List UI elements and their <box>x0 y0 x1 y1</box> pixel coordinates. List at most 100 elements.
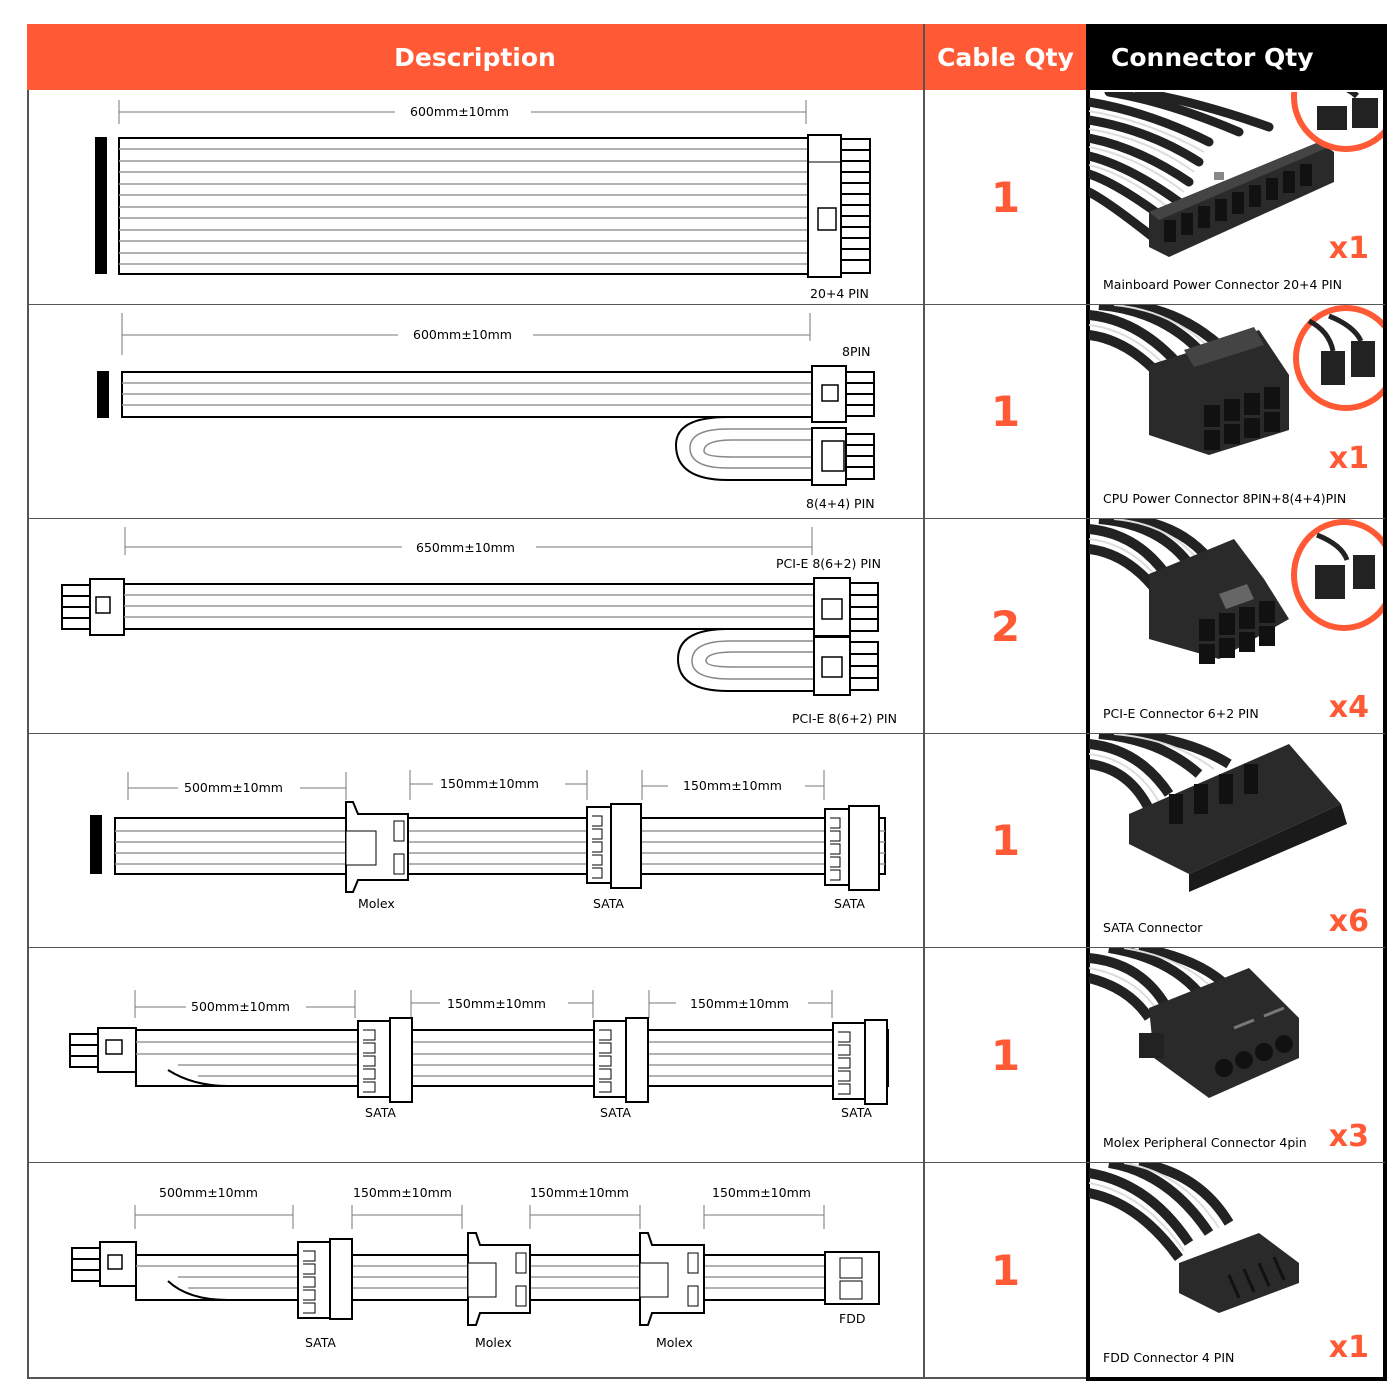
fdd-connector-image <box>1089 1163 1299 1313</box>
split-cable <box>674 416 812 481</box>
connector-column-border-right <box>1383 24 1387 1380</box>
highlight-circle <box>1293 305 1383 411</box>
dimension-label: 150mm±10mm <box>712 1185 811 1200</box>
cpu-cable-diagram <box>97 313 875 486</box>
psu-side-connector <box>71 1247 103 1282</box>
mainboard-connector-image <box>1089 92 1334 257</box>
cable-bundle <box>135 1029 889 1087</box>
connector-housing <box>807 134 842 278</box>
connector-label: SATA <box>600 1105 631 1120</box>
sata-connector <box>297 1241 331 1319</box>
connector-label: SATA <box>841 1105 872 1120</box>
connector-cell-sata: x6 SATA Connector <box>1089 734 1383 947</box>
sata-cable-diagram <box>69 990 889 1105</box>
connector-body <box>1149 968 1299 1098</box>
connector-label: SATA <box>834 896 865 911</box>
dimension-label: 150mm±10mm <box>447 996 546 1011</box>
cable-bundle <box>114 817 886 875</box>
connector-label: 8PIN <box>842 344 871 359</box>
row-divider <box>27 1162 1385 1163</box>
connector-label: PCI-E 8(6+2) PIN <box>776 556 881 571</box>
mainboard-cable-diagram <box>95 100 871 278</box>
molex-sata-cable-diagram <box>90 770 886 893</box>
connector-label: FDD <box>839 1311 866 1326</box>
connector-qty: x1 <box>1328 231 1369 266</box>
connector-cell-fdd: x1 FDD Connector 4 PIN <box>1089 1163 1383 1377</box>
sata-connector <box>357 1020 391 1098</box>
split-connector-detail-icon <box>1317 92 1378 130</box>
connector-label: Molex <box>358 896 395 911</box>
cpu-connector-image <box>1089 305 1289 455</box>
column-divider <box>923 24 925 1378</box>
cable-sleeve-end <box>95 137 107 274</box>
connector-label: 8(4+4) PIN <box>806 496 875 511</box>
dimension-label: 600mm±10mm <box>413 327 512 342</box>
dimension-label: 150mm±10mm <box>683 778 782 793</box>
connector-name: Mainboard Power Connector 20+4 PIN <box>1103 277 1343 292</box>
connector-qty: x1 <box>1328 441 1369 476</box>
split-connector-detail-icon <box>1315 532 1375 599</box>
table-row-molex-sata-cable: 500mm±10mm 150mm±10mm 150mm±10mm Molex S… <box>28 734 923 947</box>
header-description-label: Description <box>394 42 556 72</box>
row-divider <box>27 518 1385 519</box>
sata-connector <box>593 1020 627 1098</box>
connector-qty: x6 <box>1328 904 1369 939</box>
connector-column-border-bottom <box>1086 1377 1387 1381</box>
column-header-cable-qty: Cable Qty <box>925 24 1086 90</box>
table-border-bottom <box>27 1377 1387 1379</box>
cable-qty-cell: 1 <box>990 1245 1021 1295</box>
connector-label: SATA <box>593 896 624 911</box>
table-border-left <box>27 90 29 1378</box>
connector-name: FDD Connector 4 PIN <box>1103 1350 1235 1365</box>
molex-connector <box>345 801 409 893</box>
cable-qty-cell: 1 <box>990 387 1021 436</box>
connector-name: SATA Connector <box>1103 920 1203 935</box>
connector-label: 20+4 PIN <box>810 286 869 301</box>
pcie-connector-image <box>1089 519 1289 664</box>
dimension-label: 150mm±10mm <box>690 996 789 1011</box>
connector-label: Molex <box>656 1335 693 1350</box>
connector-label: Molex <box>475 1335 512 1350</box>
connector-cell-mainboard: x1 Mainboard Power Connector 20+4 PIN <box>1089 92 1383 304</box>
connector-column-border-left <box>1086 24 1090 1380</box>
connector-cell-pcie: x4 PCI-E Connector 6+2 PIN <box>1089 519 1383 733</box>
connector-label: SATA <box>305 1335 336 1350</box>
dimension-label: 600mm±10mm <box>410 104 509 119</box>
row-divider <box>27 733 1385 734</box>
cable-qty-cell: 1 <box>990 1030 1021 1080</box>
cable-sleeve-end <box>97 371 109 418</box>
sata-connector <box>586 806 612 884</box>
connector-latch <box>817 207 837 231</box>
column-header-description: Description <box>27 24 923 90</box>
sata-connector-image <box>1089 734 1347 892</box>
column-header-connector-qty: Connector Qty <box>1086 24 1386 90</box>
header-cable-qty-label: Cable Qty <box>937 42 1074 72</box>
cable-qty-cell: 2 <box>990 601 1021 651</box>
row-divider <box>27 304 1385 305</box>
dimension-label: 500mm±10mm <box>184 780 283 795</box>
cable-qty-cell: 1 <box>990 816 1021 865</box>
sata-connector <box>824 808 850 886</box>
split-connector-detail-icon <box>1307 313 1375 385</box>
connector-qty: x3 <box>1328 1119 1369 1154</box>
dimension-label: 150mm±10mm <box>440 776 539 791</box>
cable-qty-cell: 1 <box>990 172 1021 222</box>
connector-name: PCI-E Connector 6+2 PIN <box>1103 706 1259 721</box>
psu-side-connector <box>69 1033 101 1068</box>
table-row-sata-molex-fdd-cable: 500mm±10mm 150mm±10mm 150mm±10mm 150mm±1… <box>28 1163 923 1377</box>
highlight-circle <box>1291 519 1383 631</box>
pcie-cable-diagram <box>61 527 879 696</box>
connector-name: CPU Power Connector 8PIN+8(4+4)PIN <box>1103 491 1347 506</box>
connector-name: Molex Peripheral Connector 4pin <box>1103 1135 1307 1150</box>
sata-molex-fdd-cable-diagram <box>71 1205 880 1326</box>
dimension-label: 500mm±10mm <box>159 1185 258 1200</box>
cable-wires <box>119 148 808 265</box>
header-connector-qty-label: Connector Qty <box>1111 42 1314 72</box>
dimension-label: 500mm±10mm <box>191 999 290 1014</box>
connector-cell-cpu: x1 CPU Power Connector 8PIN+8(4+4)PIN <box>1089 305 1383 518</box>
dimension-label: 150mm±10mm <box>530 1185 629 1200</box>
table-row-pcie-cable: 650mm±10mm PCI-E 8(6+2) PIN PCI-E 8(6+2)… <box>28 519 923 733</box>
cable-sleeve-end <box>90 815 102 874</box>
connector-qty: x4 <box>1328 690 1369 725</box>
connector-cell-molex: x3 Molex Peripheral Connector 4pin <box>1089 948 1383 1162</box>
